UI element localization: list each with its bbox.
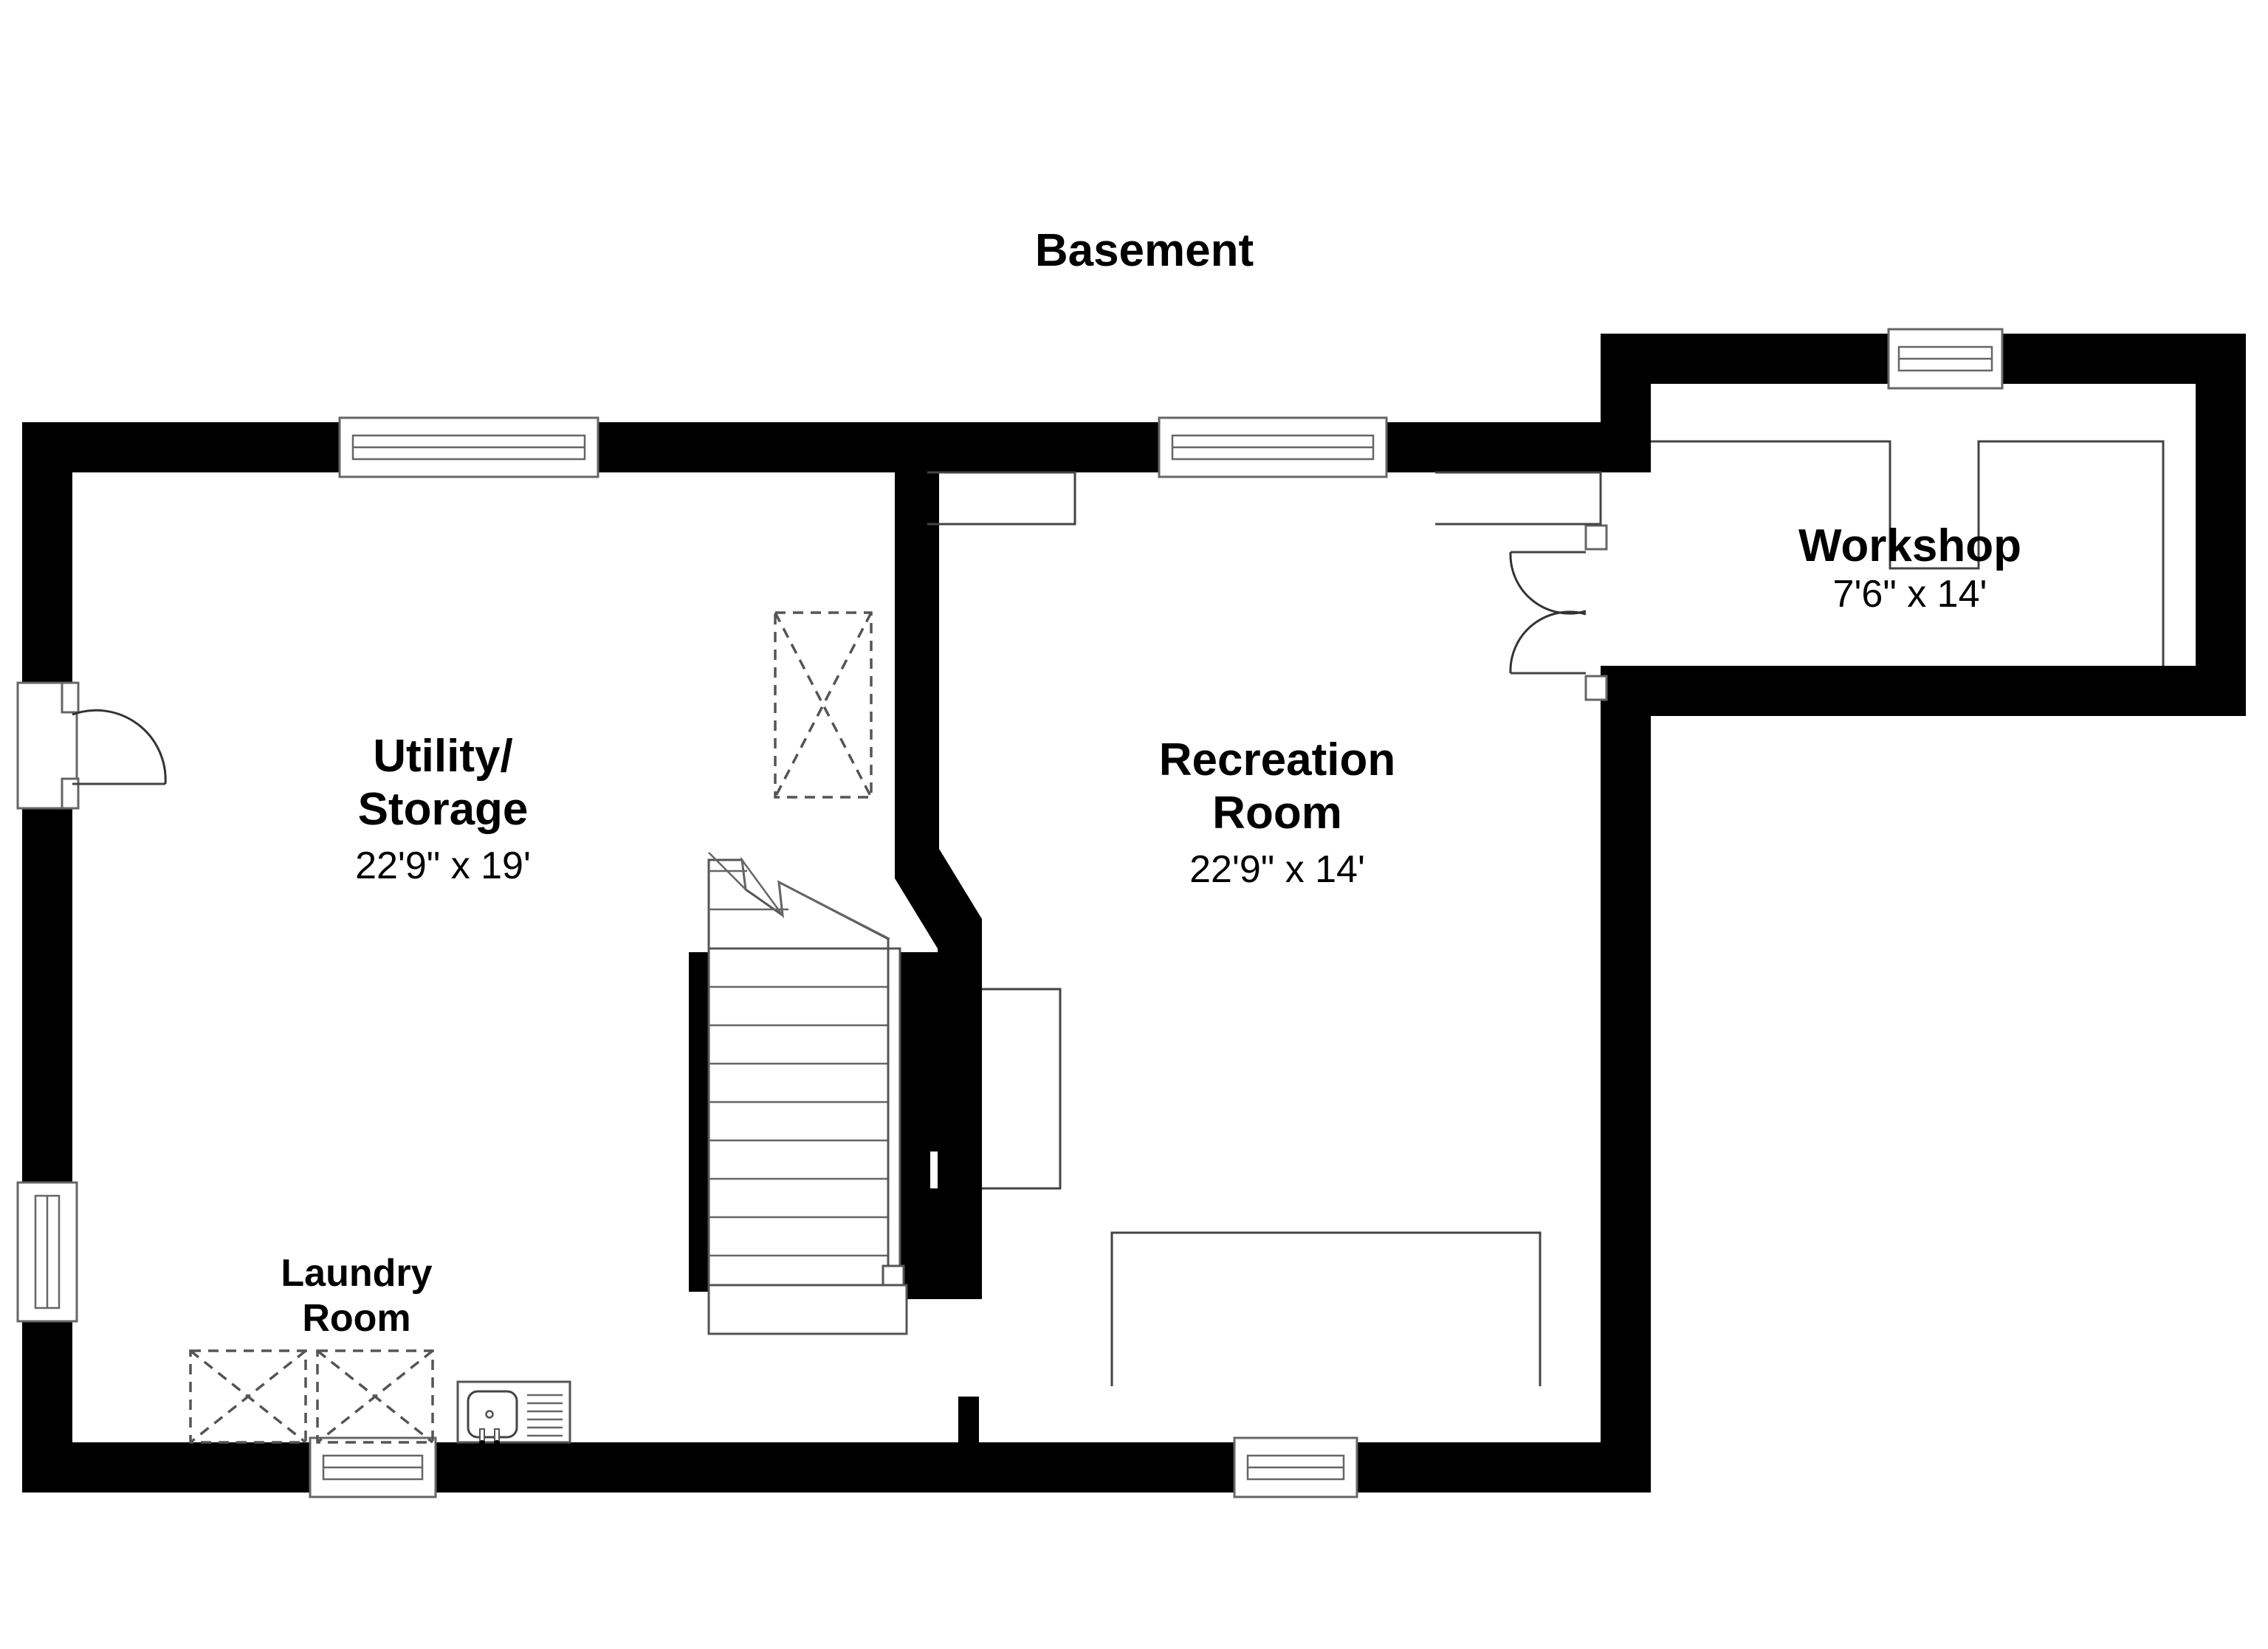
wall-top-seg-3 [1386, 422, 1601, 472]
utility-sink [456, 1380, 571, 1446]
room-dimensions: 22'9" x 14' [1189, 848, 1365, 891]
page-title: Basement [1035, 225, 1254, 276]
workshop-door-arc-lower [1509, 610, 1587, 674]
washer-appliance [189, 1349, 307, 1444]
wall-bottom-seg-1 [22, 1442, 310, 1493]
workshop-door-jamb-top [1584, 524, 1608, 551]
workshop-door-arc-upper [1509, 551, 1587, 615]
room-name-line1: Laundry [281, 1252, 432, 1295]
room-name-line2: Room [1212, 788, 1342, 839]
room-name-line1: Recreation [1159, 734, 1395, 785]
wall-top-seg-1 [22, 422, 340, 472]
sink-basin [467, 1390, 518, 1439]
stair-bottom-landing [707, 1284, 908, 1335]
platform-recreation-top-right [1435, 471, 1602, 526]
sink-tap-head-left [479, 1440, 485, 1446]
room-label-workshop: Workshop 7'6" x 14' [1798, 520, 2021, 616]
sink-drainboard [527, 1394, 563, 1437]
wall-bottom-seg-2 [436, 1442, 1234, 1493]
stair-handrail [887, 947, 901, 1267]
partition-diagonal [895, 849, 982, 949]
stair-break-line [708, 852, 890, 940]
workshop-bench-counter [1651, 440, 2165, 666]
door-jamb-bottom [61, 777, 80, 810]
window-top-left [338, 416, 599, 478]
room-label-recreation-room: Recreation Room 22'9" x 14' [1159, 734, 1395, 891]
wall-top-seg-2 [598, 422, 1159, 472]
wall-workshop-bottom [1601, 666, 2246, 716]
door-jamb-top [61, 681, 80, 714]
room-name-line1: Workshop [1798, 520, 2021, 571]
wall-workshop-top-1 [1601, 334, 1889, 384]
wall-left-mid [22, 805, 72, 1182]
shaft-outline [774, 611, 873, 799]
wall-stub-bottom-center [958, 1397, 979, 1444]
window-top-right [1887, 328, 2004, 390]
sink-drain [485, 1410, 494, 1419]
room-name-line2: Storage [358, 784, 529, 835]
exterior-walls [22, 334, 2246, 1493]
staircase-up [707, 852, 908, 1335]
dryer-appliance [316, 1349, 434, 1444]
wall-workshop-right [2196, 334, 2246, 716]
window-bottom-center [1233, 1436, 1358, 1498]
room-name-line1: Utility/ [373, 731, 512, 782]
room-dimensions: 22'9" x 19' [355, 844, 531, 887]
wall-bottom-seg-3 [1357, 1442, 1651, 1493]
stair-run-body [707, 947, 890, 1293]
stair-newel-post [882, 1264, 905, 1287]
window-bottom-left [309, 1436, 437, 1498]
platform-recreation-bottom [1110, 1231, 1542, 1386]
workshop-double-door [1509, 524, 1608, 701]
exterior-door-left [16, 681, 167, 810]
room-name-line2: Room [302, 1297, 410, 1340]
door-swing-arc-left [72, 709, 167, 785]
room-label-utility-storage: Utility/ Storage 22'9" x 19' [355, 731, 531, 887]
workshop-door-jamb-bottom [1584, 675, 1608, 701]
window-top-center [1158, 416, 1388, 478]
window-left-lower [16, 1181, 78, 1323]
wall-right-main [1601, 666, 1651, 1493]
ceiling-opening-shaft [774, 611, 873, 799]
sink-tap-head-right [494, 1440, 500, 1446]
room-label-laundry-room: Laundry Room [281, 1252, 432, 1340]
stair-landing-platform [982, 988, 1062, 1190]
room-dimensions: 7'6" x 14' [1833, 573, 1987, 616]
platform-near-partition [927, 471, 1076, 526]
partition-upper [895, 446, 939, 878]
